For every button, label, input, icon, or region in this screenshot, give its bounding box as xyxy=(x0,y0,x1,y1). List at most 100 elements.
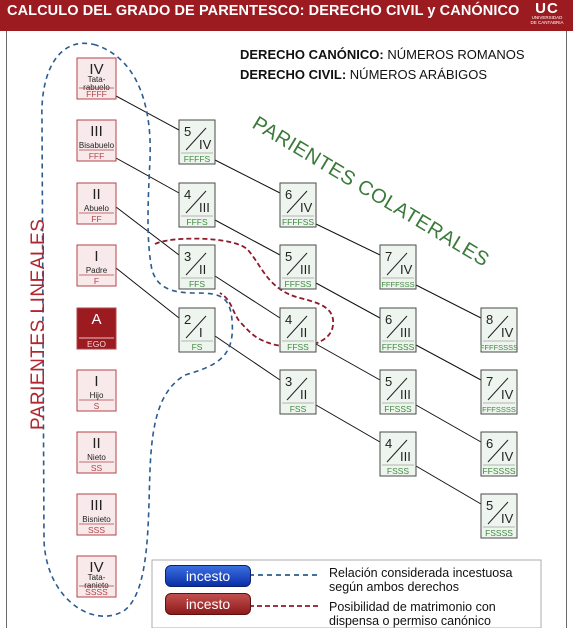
collateral-node-box xyxy=(178,119,216,165)
lineal-node-box xyxy=(76,57,117,100)
connector-line xyxy=(315,223,381,256)
lineal-roman: III xyxy=(90,497,103,514)
connector-line xyxy=(315,343,381,381)
lineal-name: Tata- xyxy=(88,573,106,582)
logo-mark: UC xyxy=(535,0,559,17)
collateral-code: FFFFSSSS xyxy=(480,343,518,352)
lineal-roman: IV xyxy=(89,61,103,78)
key-civil: DERECHO CIVIL: NÚMEROS ARÁBIGOS xyxy=(240,67,487,82)
collateral-node-box xyxy=(480,431,518,477)
collateral-node-box xyxy=(279,307,317,353)
collateral-civil-number: 3 xyxy=(285,374,292,389)
collateral-canon-number: III xyxy=(400,387,411,402)
lineal-roman: III xyxy=(90,123,103,140)
collateral-civil-number: 6 xyxy=(486,436,493,451)
lineal-code: F xyxy=(94,276,99,286)
collateral-node-box xyxy=(279,182,317,228)
lineal-code: SSS xyxy=(88,525,105,535)
collateral-code: FFSS xyxy=(287,342,309,352)
collateral-node-box xyxy=(279,244,317,290)
legend-red-line1: Posibilidad de matrimonio con xyxy=(329,600,496,614)
lineal-node-box xyxy=(76,244,117,287)
lineal-code: SSSS xyxy=(85,587,108,597)
legend-blue-line2: según ambos derechos xyxy=(329,580,459,594)
collateral-code: FFFFS xyxy=(184,154,211,164)
collateral-code: FFSSSS xyxy=(482,466,515,476)
logo-text-1: UNIVERSIDAD xyxy=(531,15,563,20)
lineal-roman: IV xyxy=(89,559,103,576)
collateral-code: FFFS xyxy=(186,217,208,227)
connector-line xyxy=(214,275,281,319)
lineal-node-box xyxy=(76,431,117,474)
collateral-canon-number: IV xyxy=(199,137,212,152)
collateral-civil-number: 4 xyxy=(184,187,191,202)
collateral-slash xyxy=(487,315,509,339)
lineal-code: EGO xyxy=(87,339,106,349)
collateral-node-box xyxy=(178,244,216,290)
incest-pill-red: incesto xyxy=(165,593,251,615)
collateral-civil-number: 7 xyxy=(486,374,493,389)
collateral-civil-number: 5 xyxy=(385,374,392,389)
lineal-node-box xyxy=(76,182,117,225)
key-canon: DERECHO CANÓNICO: NÚMEROS ROMANOS xyxy=(240,47,525,62)
collateral-slash xyxy=(185,315,207,339)
connector-line xyxy=(214,335,281,381)
collateral-civil-number: 5 xyxy=(285,249,292,264)
lineal-name: Tata- xyxy=(88,75,106,84)
collateral-civil-number: 4 xyxy=(385,436,392,451)
collateral-slash xyxy=(286,377,308,401)
lineal-name: Hijo xyxy=(90,391,104,400)
collateral-civil-number: 6 xyxy=(385,312,392,327)
lineal-name: Padre xyxy=(86,266,108,275)
collateral-slash xyxy=(286,315,308,339)
collateral-slash xyxy=(386,315,408,339)
collateral-slash xyxy=(386,252,408,276)
lineal-node-box xyxy=(76,493,117,536)
lineal-name: ranieto xyxy=(84,581,109,590)
collateral-civil-number: 8 xyxy=(486,312,493,327)
legend-box xyxy=(151,559,542,628)
collateral-node-box xyxy=(379,244,417,290)
lineal-name: rabuelo xyxy=(83,83,110,92)
lineal-relatives-label: PARIENTES LINEALES xyxy=(28,219,49,430)
collateral-node-box xyxy=(178,307,216,353)
collateral-slash xyxy=(386,439,408,463)
connector-line xyxy=(315,404,381,443)
collateral-slash xyxy=(487,501,509,525)
lineal-code: S xyxy=(94,401,100,411)
collateral-code: FFFFSS xyxy=(282,217,314,227)
collateral-node: 5IV FFFFS xyxy=(178,119,216,165)
collateral-civil-number: 2 xyxy=(184,312,191,327)
collateral-code: FSSS xyxy=(387,466,410,476)
lineal-name: Bisnieto xyxy=(82,515,111,524)
lineal-roman: A xyxy=(91,311,101,328)
lineal-node-box xyxy=(76,555,117,598)
collateral-slash xyxy=(185,127,207,151)
collateral-node-box xyxy=(480,307,518,353)
legend-blue-line1: Relación considerada incestuosa xyxy=(329,566,513,580)
key-canon-label: DERECHO CANÓNICO: xyxy=(240,47,384,62)
collateral-canon-number: I xyxy=(199,325,203,340)
collateral-code: FSS xyxy=(290,404,307,414)
collateral-code: FFSSS xyxy=(384,404,412,414)
collateral-civil-number: 5 xyxy=(184,124,191,139)
lineal-name: Bisabuelo xyxy=(79,141,115,150)
collateral-slash xyxy=(185,252,207,276)
collateral-node-box xyxy=(480,369,518,415)
key-civil-label: DERECHO CIVIL: xyxy=(240,67,347,82)
collateral-canon-number: IV xyxy=(400,262,413,277)
collateral-node-box xyxy=(379,307,417,353)
legend-red-text: Posibilidad de matrimonio con dispensa o… xyxy=(329,600,496,628)
collateral-slash xyxy=(386,377,408,401)
